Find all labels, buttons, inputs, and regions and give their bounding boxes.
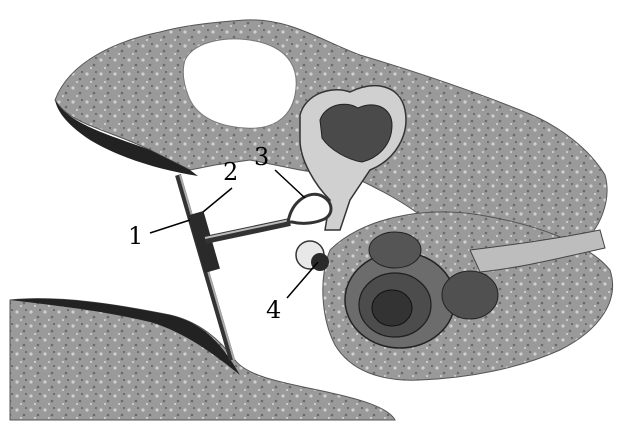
- round-window-dark: [311, 253, 329, 271]
- prosthesis-clip: [288, 194, 331, 223]
- connector-block: [188, 211, 220, 273]
- callout-label-1: 1: [128, 224, 143, 248]
- callout-line-1: [150, 220, 190, 233]
- callout-line-2: [203, 188, 232, 212]
- callout-line-3: [275, 170, 305, 198]
- prosthesis-rod: [205, 222, 290, 240]
- prosthesis-rod-highlight: [205, 220, 290, 238]
- callout-label-4: 4: [266, 298, 281, 322]
- callout-label-3: 3: [254, 145, 269, 169]
- callout-label-2: 2: [223, 160, 238, 184]
